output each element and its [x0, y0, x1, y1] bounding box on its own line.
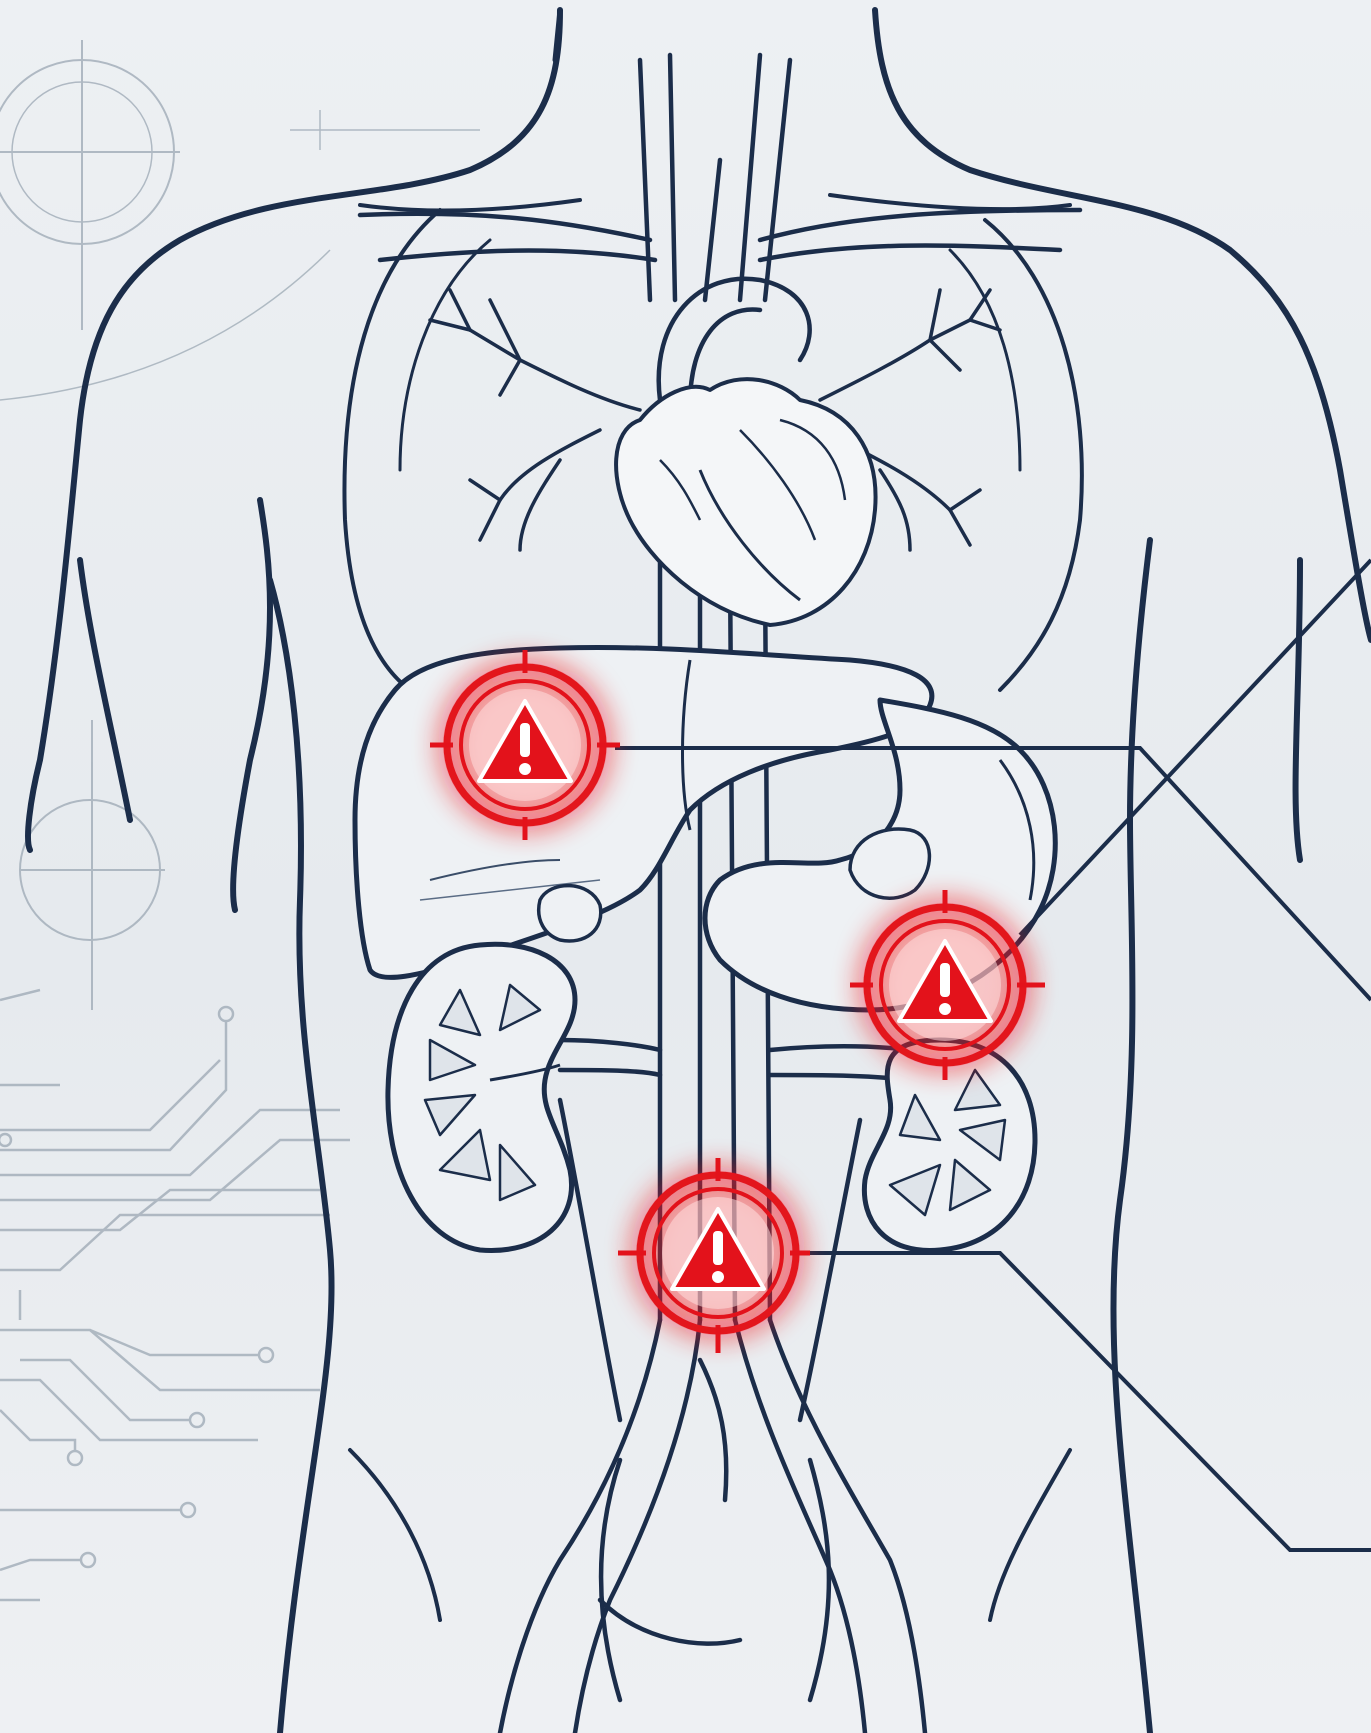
circuit-lines — [0, 990, 350, 1600]
crosshair-top-left — [0, 40, 480, 400]
kidney-right — [864, 1040, 1035, 1250]
kidney-left — [388, 944, 575, 1250]
heart — [616, 379, 875, 625]
warning-marker-kidney[interactable] — [618, 1158, 810, 1353]
callout-line-kidney — [810, 1253, 1371, 1550]
